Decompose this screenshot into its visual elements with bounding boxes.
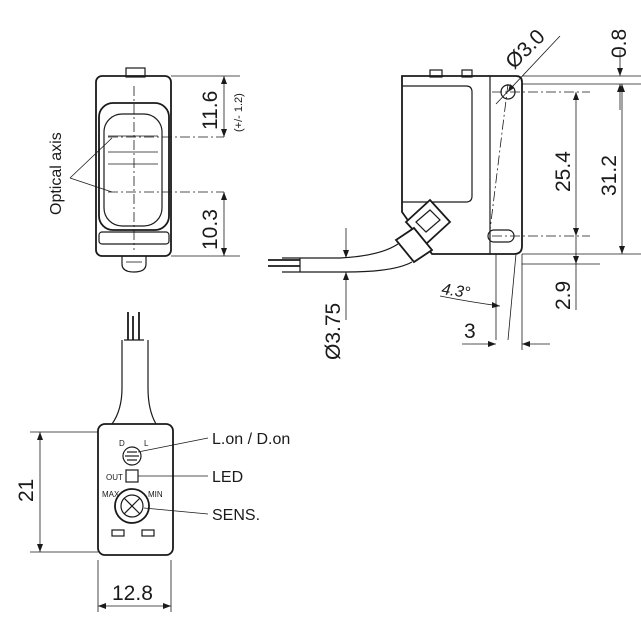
dim-rear-height: 21 [15,479,38,502]
front-top-tab [125,67,146,78]
mode-switch [122,446,142,466]
dim-hole-spacing: 25.4 [552,151,575,192]
side-view: Ø3.0 0.8 25.4 31.2 2.9 4.3° [268,25,641,360]
marking-min: MIN [148,490,163,499]
front-cable-gland [121,256,147,273]
rear-cable-left [111,340,123,425]
cable-upper-edge [282,243,399,259]
marking-max: MAX [102,490,120,499]
dim-top-offset: 0.8 [608,29,631,58]
dim-front-top: 11.6 [199,91,222,130]
dim-front-bottom: 10.3 [199,209,222,250]
cable-lower-edge [282,261,413,273]
dim-front-top-tolerance: (+/- 1.2) [233,93,245,132]
dim-cable-diameter: Ø3.75 [322,303,345,360]
callout-led: LED [212,469,243,486]
front-view-body [95,75,172,257]
front-bottom-plate [98,231,170,245]
front-view: Optical axis 11.6 (+/- 1.2) 10.3 [48,67,245,273]
callout-sens: SENS. [212,507,260,524]
callout-mode: L.on / D.on [212,431,290,448]
marking-d: D [119,439,125,448]
rear-view: D L OUT MAX MIN L.on / D.on LED SENS. 21 [15,312,290,612]
side-inner-panel [402,85,473,203]
dim-bottom-offset: 2.9 [552,281,575,310]
dim-angle: 4.3° [440,281,471,302]
dim-thickness: 3 [464,320,476,343]
dim-rear-width: 12.8 [112,582,153,605]
cable-strain-relief [394,198,452,264]
marking-out: OUT [106,473,123,482]
lens-inner [103,113,163,227]
optical-axis-label: Optical axis [48,132,65,215]
dim-height: 31.2 [598,155,621,196]
marking-l: L [144,439,149,448]
rear-cable-right [147,340,157,425]
sensitivity-knob [114,488,150,524]
dim-hole-diameter: Ø3.0 [501,25,549,73]
